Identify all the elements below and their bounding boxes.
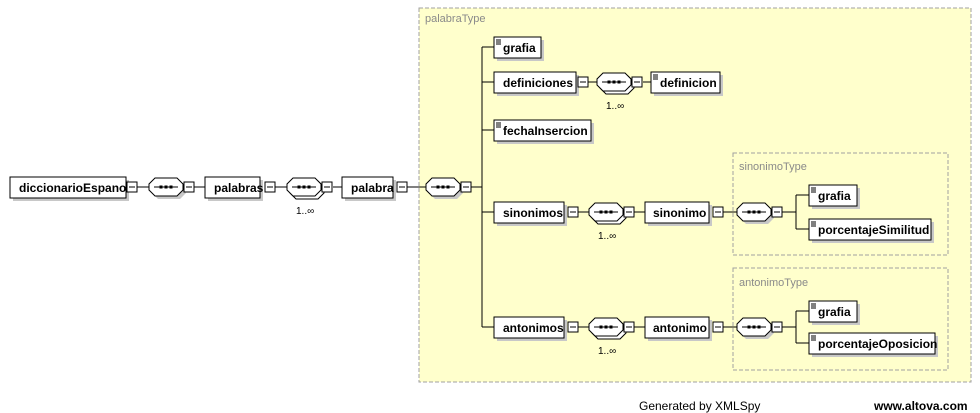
svg-text:antonimos: antonimos	[503, 321, 564, 335]
svg-text:antonimo: antonimo	[653, 321, 707, 335]
sequence-compositors	[148, 72, 783, 340]
element-sinonimo[interactable]: sinonimo	[644, 201, 712, 226]
svg-text:diccionarioEspanol: diccionarioEspanol	[19, 181, 130, 195]
palabras-sequence[interactable]	[286, 177, 333, 200]
svg-text:grafia: grafia	[818, 189, 851, 203]
collapse-sinonimo-icon[interactable]	[712, 206, 724, 218]
sinonimos-sequence[interactable]	[588, 202, 635, 225]
element-fecha-insercion[interactable]: fechaInsercion	[493, 119, 594, 144]
element-diccionario-espanol[interactable]: diccionarioEspanol	[9, 176, 130, 201]
connector-lines	[137, 46, 809, 344]
element-porcentaje-similitud[interactable]: porcentajeSimilitud	[808, 218, 934, 243]
element-palabra[interactable]: palabra	[341, 176, 396, 201]
svg-text:definicion: definicion	[660, 76, 717, 90]
antonimo-type-label: antonimoType	[739, 277, 808, 289]
element-grafia[interactable]: grafia	[493, 36, 544, 61]
svg-text:porcentajeOposicion: porcentajeOposicion	[818, 337, 937, 351]
element-porcentaje-oposicion[interactable]: porcentajeOposicion	[808, 332, 938, 357]
root-sequence[interactable]	[148, 177, 195, 199]
element-sinonimo-grafia[interactable]: grafia	[808, 184, 860, 209]
altova-link[interactable]: www.altova.com	[873, 399, 968, 413]
svg-text:porcentajeSimilitud: porcentajeSimilitud	[818, 223, 929, 237]
definiciones-occurrence: 1..∞	[606, 101, 624, 112]
palabra-type-label: palabraType	[425, 13, 486, 25]
element-definiciones[interactable]: definiciones	[493, 71, 579, 96]
svg-text:grafia: grafia	[503, 41, 536, 55]
antonimos-occurrence: 1..∞	[598, 346, 616, 357]
generated-by-text: Generated by XMLSpy	[639, 399, 760, 413]
svg-text:sinonimos: sinonimos	[503, 206, 563, 220]
collapse-palabra-icon[interactable]	[396, 181, 408, 193]
svg-text:fechaInsercion: fechaInsercion	[503, 124, 588, 138]
antonimo-sequence[interactable]	[736, 317, 783, 339]
svg-text:grafia: grafia	[818, 305, 851, 319]
sinonimo-type-label: sinonimoType	[739, 161, 807, 173]
collapse-sinonimos-icon[interactable]	[567, 206, 579, 218]
collapse-definiciones-icon[interactable]	[577, 76, 589, 88]
definiciones-sequence[interactable]	[596, 72, 643, 95]
collapse-diccionario-espanol-icon[interactable]	[126, 181, 138, 193]
collapse-antonimos-icon[interactable]	[567, 321, 579, 333]
svg-text:definiciones: definiciones	[503, 76, 573, 90]
collapse-antonimo-icon[interactable]	[712, 321, 724, 333]
palabra-sequence[interactable]	[425, 177, 472, 199]
element-antonimo-grafia[interactable]: grafia	[808, 300, 860, 325]
svg-text:palabra: palabra	[351, 181, 394, 195]
sinonimo-sequence[interactable]	[736, 202, 783, 224]
svg-text:palabras: palabras	[214, 181, 264, 195]
svg-text:sinonimo: sinonimo	[653, 206, 706, 220]
element-antonimo[interactable]: antonimo	[644, 316, 712, 341]
element-antonimos[interactable]: antonimos	[493, 316, 567, 341]
sinonimos-occurrence: 1..∞	[598, 231, 616, 242]
element-definicion[interactable]: definicion	[650, 71, 723, 96]
element-sinonimos[interactable]: sinonimos	[493, 201, 567, 226]
antonimos-sequence[interactable]	[588, 317, 635, 340]
palabras-occurrence: 1..∞	[296, 206, 314, 217]
collapse-palabras-icon[interactable]	[264, 181, 276, 193]
element-palabras[interactable]: palabras	[204, 176, 264, 201]
